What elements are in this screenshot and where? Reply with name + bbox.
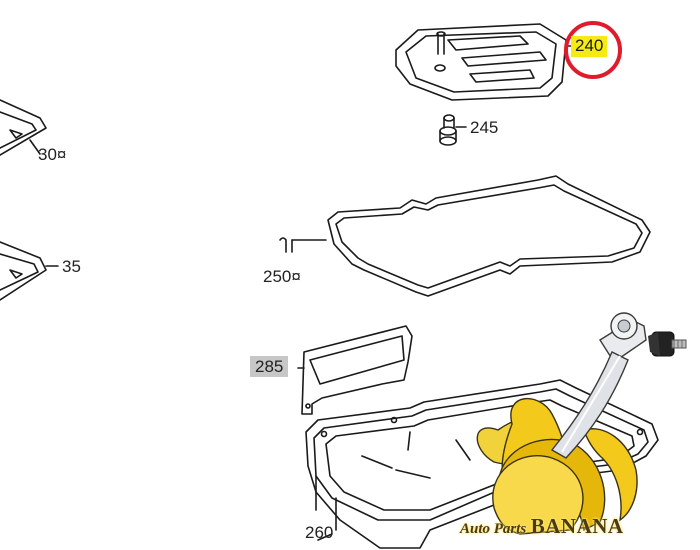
watermark-prefix: Auto Parts	[460, 521, 527, 537]
callout-35[interactable]: 35	[62, 257, 81, 276]
part-30-bracket	[0, 99, 47, 156]
highlight-circle	[564, 21, 622, 79]
part-285-cover-plate	[297, 325, 413, 415]
part-245-seal	[439, 114, 467, 146]
callout-245[interactable]: 245	[470, 118, 499, 137]
part-240-filter	[395, 23, 575, 101]
part-260-oil-pan	[305, 379, 659, 549]
watermark-brand: BANANA	[530, 514, 624, 538]
callout-240-highlighted[interactable]: 240	[571, 36, 608, 57]
callout-250[interactable]: 250¤	[263, 267, 301, 286]
callout-285[interactable]: 285	[250, 356, 289, 377]
part-35-bracket	[0, 241, 59, 301]
watermark: Auto Parts BANANA	[460, 514, 624, 539]
part-250-gasket	[279, 175, 651, 297]
banana-logo-icon	[476, 312, 687, 535]
callout-260[interactable]: 260	[305, 523, 334, 542]
callout-30[interactable]: 30¤	[38, 145, 67, 164]
